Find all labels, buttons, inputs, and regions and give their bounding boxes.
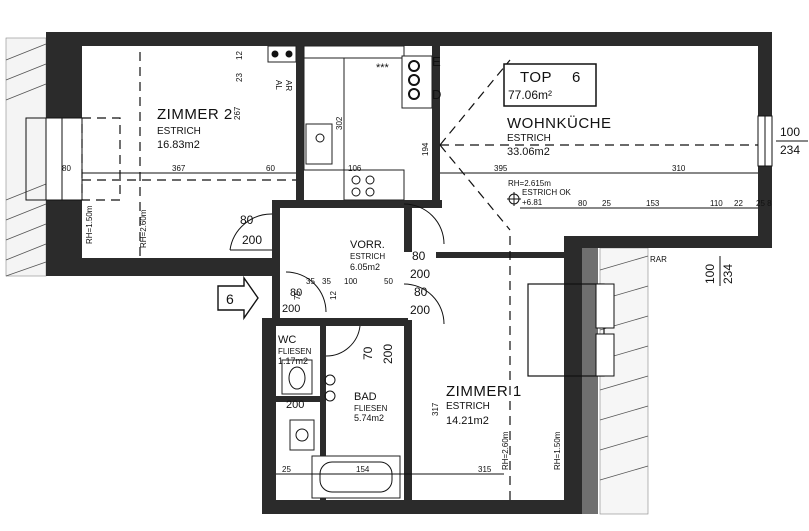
bad-area: 5.74m2 [354, 413, 384, 423]
wohnkueche-floor: ESTRICH [507, 133, 551, 144]
dim-z2-width: 367 [172, 164, 186, 173]
unit-area: 77.06m² [508, 88, 552, 102]
level-height: +6.81 [522, 198, 543, 207]
left-window [25, 117, 83, 201]
vorr-area: 6.05m2 [350, 262, 380, 272]
dim-door-200c: 200 [410, 303, 430, 317]
dim-kitchen-top-w: 106 [348, 164, 362, 173]
dim-z1-rh2: RH=1.50m [553, 431, 562, 470]
wohnkueche-dashes [439, 59, 758, 500]
wc-name: WC [278, 334, 296, 346]
dim-wk-395: 395 [494, 164, 508, 173]
bad-name: BAD [354, 391, 377, 403]
zimmer1-area: 14.21m2 [446, 415, 489, 427]
zimmer2-area: 16.83m2 [157, 139, 200, 151]
dim-door-200a: 200 [242, 233, 262, 247]
unit-number: 6 [572, 69, 581, 86]
dim-wk-258: 25 8 [756, 199, 772, 208]
dim-door-80a: 80 [240, 213, 254, 227]
unit-label: TOP 6 77.06m² [503, 63, 597, 107]
dim-kitchen-mid: 194 [421, 142, 430, 156]
zimmer1-floor: ESTRICH [446, 401, 490, 412]
dim-z2-rh2: RH=2.60m [139, 209, 148, 248]
dim-door-80d: 80 [290, 287, 302, 299]
dim-vorr-12: 12 [329, 291, 338, 300]
right-top-dim-2: 234 [780, 143, 800, 157]
dim-vorr-35b: 35 [322, 277, 331, 286]
zimmer2-name: ZIMMER 2 [157, 106, 233, 123]
dim-z1-rh1: RH=2.60m [501, 431, 510, 470]
dim-z2-rh1: RH=1.50m [85, 205, 94, 244]
kitchen-ar: AR [284, 80, 293, 91]
dim-bad-154: 154 [356, 465, 370, 474]
dim-door-80c: 80 [414, 285, 428, 299]
dim-kitchen-left: 302 [335, 116, 344, 130]
zimmer2-dashes [81, 52, 296, 256]
zimmer1-name: ZIMMER 1 [446, 383, 522, 400]
dim-z1-315: 315 [478, 465, 492, 474]
bad-floor: FLIESEN [354, 404, 388, 413]
dim-z2-depth: 267 [233, 106, 242, 120]
dim-wk-25a: 25 [602, 199, 611, 208]
walls [46, 32, 772, 514]
dim-door-200b: 200 [410, 267, 430, 281]
wc-area: 1.17m2 [278, 356, 308, 366]
entrance-arrow [217, 275, 259, 321]
kitchen-fixtures [267, 45, 433, 201]
kitchen-al: AL [274, 80, 283, 90]
level-marker [507, 192, 521, 206]
wohnkueche-name: WOHNKÜCHE [507, 114, 612, 132]
dim-door-80b: 80 [412, 249, 426, 263]
dim-vorr-50: 50 [384, 277, 393, 286]
dim-vorr-35a: 35 [306, 277, 315, 286]
door-arcs [229, 203, 445, 357]
wc-floor: FLIESEN [278, 347, 312, 356]
kitchen-letter-d: D [432, 87, 441, 102]
dim-bad-317: 317 [431, 402, 440, 416]
right-window [757, 115, 773, 167]
dim-vorr-100: 100 [344, 277, 358, 286]
bath-fixtures [281, 359, 401, 499]
dim-wk-310: 310 [672, 164, 686, 173]
dim-z2-right: 60 [266, 164, 275, 173]
left-terrace-hatch [5, 37, 47, 277]
right-bottom-dim-1: 100 [703, 264, 717, 284]
unit-label-prefix: TOP [520, 69, 552, 86]
vorr-floor: ESTRICH [350, 252, 385, 261]
dim-wk-80: 80 [578, 199, 587, 208]
right-bottom-dim-2: 234 [721, 264, 735, 284]
zimmer1-window [527, 283, 615, 377]
dim-bad-25: 25 [282, 465, 291, 474]
wohnkueche-area: 33.06m2 [507, 146, 550, 158]
dim-vorr-75: 75 [293, 291, 302, 300]
dim-z2-left: 80 [62, 164, 71, 173]
level-rh: RH=2.615m [508, 179, 551, 188]
entrance-number: 6 [226, 291, 234, 307]
dim-wk-22: 22 [734, 199, 743, 208]
dim-door-200e: 200 [381, 344, 395, 364]
dim-door-200d: 200 [282, 303, 300, 315]
dim-wk-153: 153 [646, 199, 660, 208]
level-estrich-ok: ESTRICH OK [522, 188, 572, 197]
dim-left-12: 12 [235, 51, 244, 60]
right-top-dim-1: 100 [780, 125, 800, 139]
vorr-name: VORR. [350, 239, 385, 251]
rar-label: RAR [650, 255, 667, 264]
dim-left-23: 23 [235, 73, 244, 82]
dim-door-200f: 200 [286, 399, 304, 411]
kitchen-stars: *** [376, 62, 390, 74]
dim-wk-110: 110 [710, 199, 723, 208]
dim-door-70: 70 [361, 346, 375, 360]
kitchen-letter-e: E [432, 54, 441, 69]
zimmer2-floor: ESTRICH [157, 126, 201, 137]
